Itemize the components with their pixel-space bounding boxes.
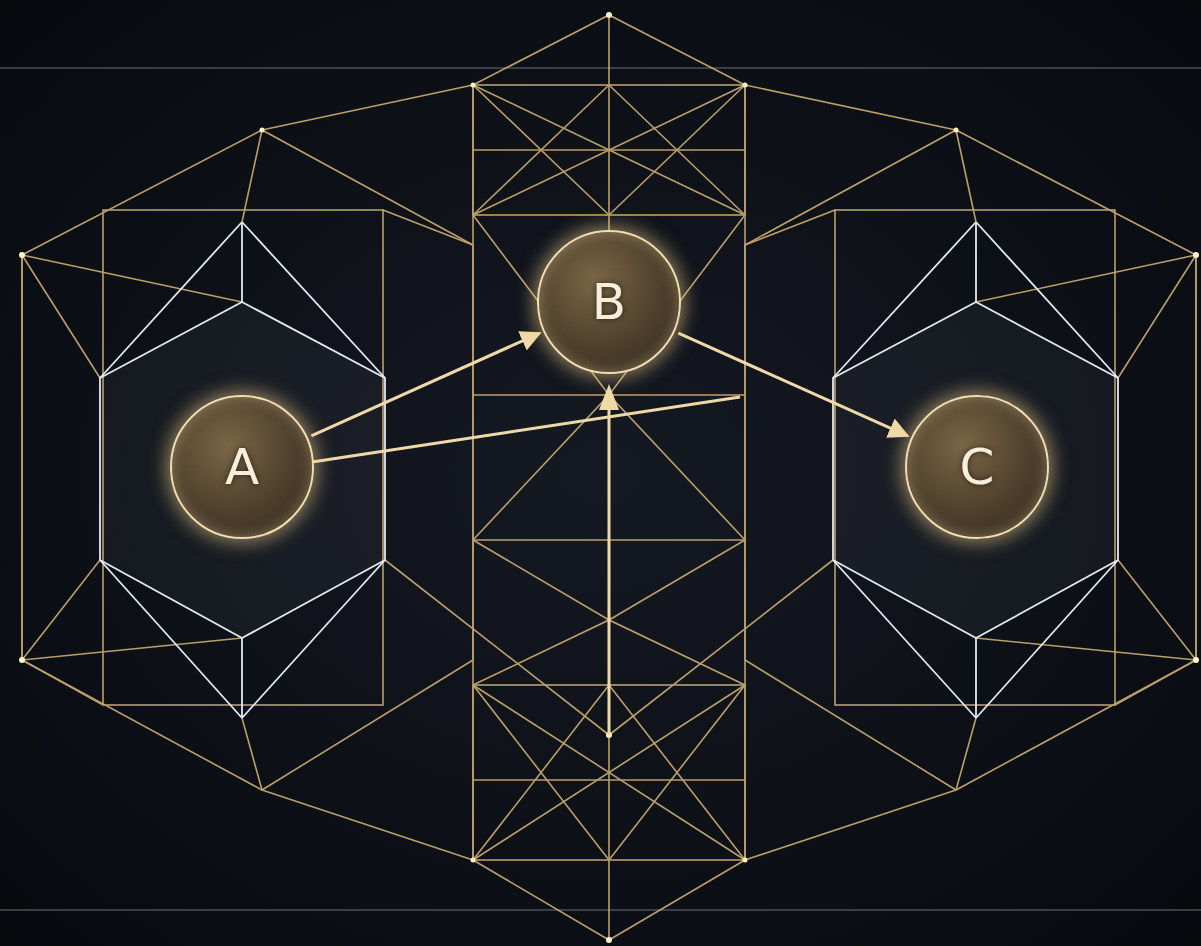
node-circle: C [905,395,1049,539]
gold-dots [19,12,1199,943]
node-circle: B [537,230,681,374]
node-label: C [960,442,995,492]
guide-lines [312,384,740,735]
node-circle: A [170,395,314,539]
gold-lattice [22,15,1196,940]
node-label: A [225,442,259,492]
node-label: B [592,277,626,327]
frame-lines [0,68,1201,910]
arrow-connector [678,333,907,436]
arrow-connector [311,333,539,436]
